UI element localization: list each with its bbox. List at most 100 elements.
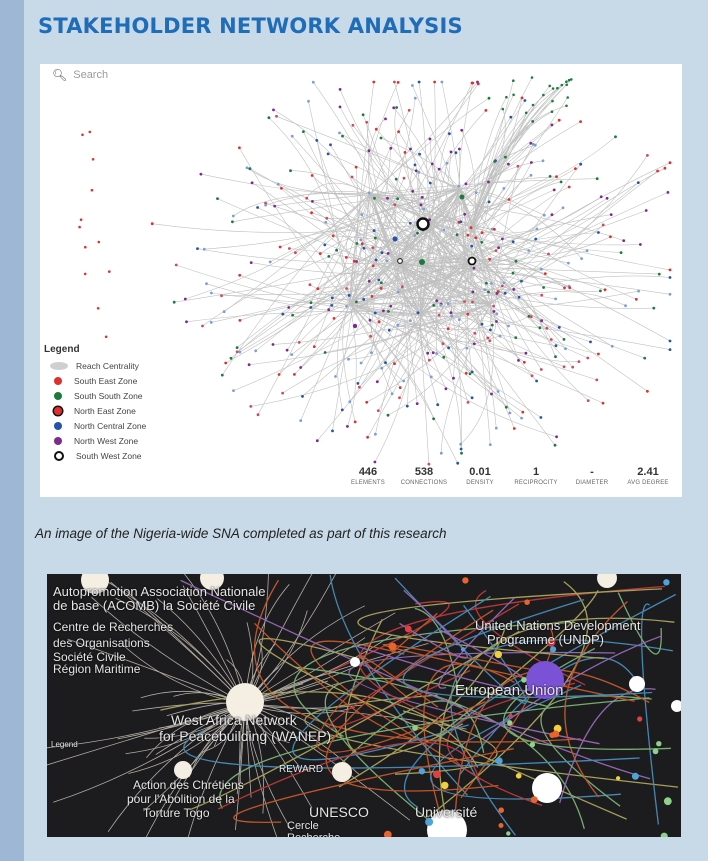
node	[413, 234, 417, 237]
node	[501, 107, 505, 111]
node	[545, 326, 549, 330]
node	[516, 164, 520, 168]
node	[480, 231, 484, 235]
node	[531, 120, 535, 123]
node	[395, 106, 398, 109]
node-label: for Peacebuilding (WANEP)	[159, 728, 332, 744]
edge	[290, 170, 371, 195]
node	[220, 373, 224, 377]
node	[338, 131, 341, 135]
node	[311, 200, 314, 203]
node	[483, 288, 487, 291]
node	[229, 356, 233, 360]
edge	[419, 97, 523, 315]
node	[285, 348, 289, 352]
node	[91, 158, 95, 161]
edge	[218, 697, 650, 809]
node	[490, 323, 494, 327]
edge	[276, 116, 461, 190]
node	[439, 451, 443, 455]
edge	[349, 223, 431, 402]
edge	[399, 263, 645, 359]
legend-label: South South Zone	[74, 390, 143, 401]
edge	[469, 261, 497, 429]
node	[442, 228, 446, 232]
node	[447, 346, 450, 350]
node	[310, 211, 313, 215]
stat-value: 538	[414, 466, 434, 478]
hub-node	[352, 323, 358, 329]
node	[448, 132, 451, 136]
node	[83, 272, 87, 276]
stakeholder-node	[350, 657, 360, 667]
node	[493, 227, 496, 231]
edge	[399, 263, 437, 307]
node	[299, 419, 303, 422]
node	[294, 251, 297, 255]
node	[440, 80, 444, 84]
node	[408, 221, 412, 225]
node	[271, 343, 275, 346]
node	[567, 185, 571, 189]
node	[81, 133, 84, 137]
node	[622, 239, 626, 243]
node	[535, 227, 539, 231]
edge	[311, 175, 471, 263]
node	[196, 247, 199, 251]
node	[426, 351, 430, 355]
edge	[399, 263, 565, 368]
legend-item: North Central Zone	[44, 418, 146, 433]
edge	[333, 235, 471, 263]
node	[564, 347, 567, 351]
node	[509, 115, 513, 119]
node	[663, 166, 667, 170]
node	[330, 304, 334, 307]
node	[489, 282, 493, 285]
edge	[217, 741, 481, 810]
stakeholder-node	[388, 642, 397, 651]
edge	[186, 310, 421, 323]
edge	[399, 263, 671, 295]
edge	[377, 188, 461, 382]
edge	[328, 603, 520, 729]
node	[403, 151, 407, 154]
edge	[489, 303, 599, 355]
edge	[412, 85, 491, 305]
node	[522, 360, 526, 364]
node	[464, 371, 468, 375]
node	[247, 363, 251, 367]
node	[487, 200, 491, 204]
node	[567, 78, 571, 82]
dot-icon	[54, 436, 62, 445]
node	[511, 240, 515, 244]
stat-value: 446	[358, 466, 378, 478]
node	[470, 81, 474, 85]
node	[514, 336, 518, 340]
node	[550, 123, 554, 127]
node	[411, 84, 414, 87]
edge	[449, 188, 461, 317]
node	[351, 123, 355, 127]
node	[335, 248, 338, 252]
node	[556, 86, 559, 90]
node	[435, 299, 439, 303]
node	[402, 379, 406, 383]
node	[299, 366, 303, 369]
node	[291, 313, 294, 317]
node	[293, 373, 296, 376]
node	[619, 251, 623, 255]
edge	[469, 94, 544, 235]
node	[442, 355, 446, 359]
dot-icon	[54, 421, 62, 430]
node	[542, 286, 545, 289]
node	[358, 385, 361, 389]
node	[370, 295, 374, 298]
edge	[354, 628, 533, 692]
edge	[469, 261, 601, 292]
search-bar[interactable]: 🔍︎ Search	[52, 68, 108, 82]
edge	[197, 248, 471, 265]
node	[557, 326, 561, 329]
edge	[459, 188, 589, 401]
edge	[429, 216, 469, 236]
node	[489, 328, 492, 332]
